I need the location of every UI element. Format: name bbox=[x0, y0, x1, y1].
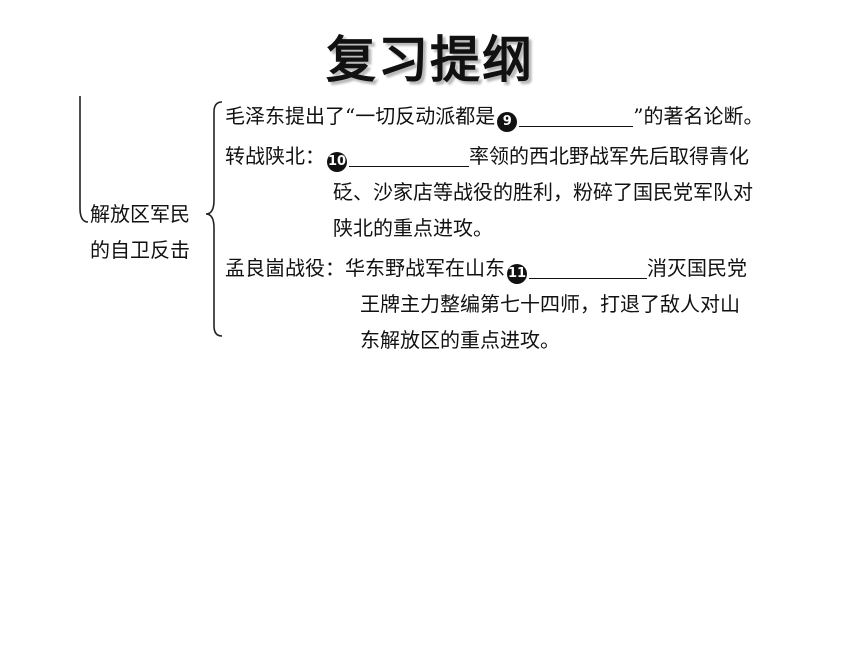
question-number-badge: 9 bbox=[497, 112, 518, 132]
answer-blank[interactable] bbox=[519, 104, 634, 127]
answer-blank[interactable] bbox=[349, 144, 469, 167]
item-text: 率领的西北野战军先后取得青化 bbox=[469, 144, 749, 168]
root-label: 解放区军民 的自卫反击 bbox=[90, 196, 210, 268]
root-label-line: 的自卫反击 bbox=[90, 238, 190, 262]
inner-brace bbox=[205, 101, 223, 337]
outer-bracket bbox=[79, 96, 89, 223]
outline-item: 转战陕北：10 率领的西北野战军先后取得青化 bbox=[225, 138, 749, 174]
item-text: 转战陕北： bbox=[225, 144, 325, 168]
item-text: 毛泽东提出了“一切反动派都是 bbox=[225, 104, 496, 128]
item-continuation: 砭、沙家店等战役的胜利，粉碎了国民党军队对 bbox=[333, 180, 753, 204]
item-continuation: 王牌主力整编第七十四师，打退了敌人对山 bbox=[360, 292, 740, 316]
item-continuation: 陕北的重点进攻。 bbox=[333, 216, 493, 240]
item-text: ”的著名论断。 bbox=[633, 104, 764, 128]
item-text: 消灭国民党 bbox=[647, 256, 747, 280]
item-continuation: 东解放区的重点进攻。 bbox=[360, 328, 560, 352]
root-label-line: 解放区军民 bbox=[90, 202, 190, 226]
page-title: 复习提纲 bbox=[326, 31, 534, 89]
answer-blank[interactable] bbox=[529, 256, 647, 279]
question-number-badge: 11 bbox=[507, 264, 527, 284]
item-text: 孟良崮战役：华东野战军在山东 bbox=[225, 256, 505, 280]
question-number-badge: 10 bbox=[327, 152, 347, 172]
